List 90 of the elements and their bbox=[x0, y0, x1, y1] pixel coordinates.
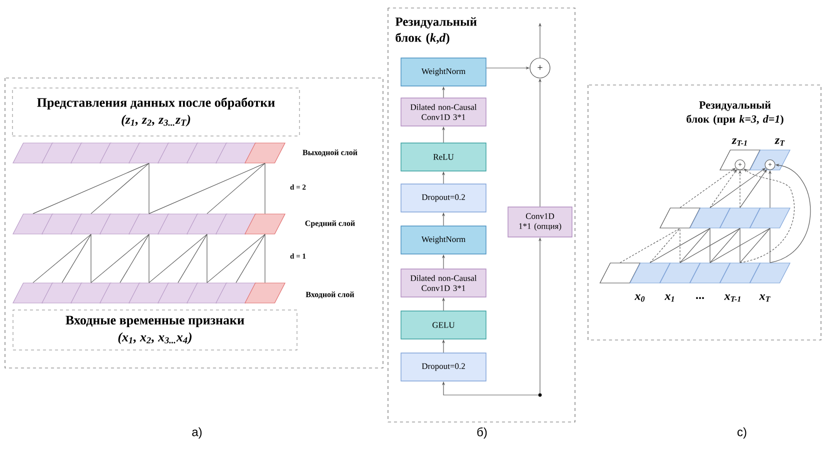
layer-box: WeightNorm bbox=[400, 58, 486, 86]
panel-caption: c) bbox=[738, 427, 746, 439]
connector-line bbox=[148, 234, 208, 283]
cell bbox=[42, 142, 82, 164]
connector-line bbox=[680, 228, 710, 263]
cell bbox=[600, 262, 640, 284]
layer-box: Dilated non-Causal Conv1D 3*1 bbox=[400, 98, 486, 126]
cell bbox=[216, 214, 256, 234]
connector-line bbox=[206, 163, 266, 214]
cell bbox=[100, 214, 140, 234]
layer-box: Dropout=0.2 bbox=[400, 352, 486, 382]
connector-line bbox=[32, 234, 92, 283]
panel-caption: б) bbox=[477, 427, 487, 439]
cell bbox=[158, 142, 198, 164]
cell bbox=[70, 214, 112, 234]
arrow bbox=[740, 168, 795, 263]
cell bbox=[42, 214, 82, 234]
cell bbox=[186, 142, 228, 164]
input-label: x$_{T}$ bbox=[759, 294, 770, 302]
cell bbox=[70, 142, 112, 164]
ellipsis-label: ... bbox=[696, 297, 704, 299]
cell bbox=[244, 214, 286, 234]
input-label: x$_{0}$ bbox=[634, 294, 645, 302]
cell bbox=[690, 208, 730, 228]
cell bbox=[12, 142, 54, 164]
cell bbox=[70, 282, 112, 304]
layer-label: Входной слой bbox=[306, 292, 354, 298]
connector-line bbox=[710, 228, 740, 263]
connector-line bbox=[740, 228, 770, 263]
connector-line bbox=[120, 234, 150, 283]
cell bbox=[158, 282, 198, 304]
cell bbox=[720, 262, 760, 284]
cell bbox=[630, 262, 670, 284]
connector-line bbox=[710, 228, 770, 263]
connector-line bbox=[264, 234, 266, 283]
panel-title: Резидуальный блок (при k=3, d=1) bbox=[686, 101, 784, 125]
cell bbox=[128, 142, 170, 164]
cell bbox=[186, 282, 228, 304]
cell bbox=[750, 262, 790, 284]
cell bbox=[12, 214, 54, 234]
cell bbox=[186, 214, 228, 234]
connector-line bbox=[680, 228, 740, 263]
connector-line bbox=[236, 234, 266, 283]
cell bbox=[244, 282, 286, 304]
cell bbox=[216, 282, 256, 304]
cell bbox=[100, 142, 140, 164]
cell bbox=[720, 208, 760, 228]
layer-box: ReLU bbox=[400, 142, 486, 172]
layer-box: WeightNorm bbox=[400, 226, 486, 254]
cell bbox=[42, 282, 82, 304]
cell bbox=[690, 262, 730, 284]
connector-line bbox=[90, 234, 92, 283]
cell bbox=[128, 214, 170, 234]
connector-line bbox=[148, 163, 266, 214]
cell bbox=[12, 282, 54, 304]
cell bbox=[660, 208, 700, 228]
cell bbox=[158, 214, 198, 234]
cell bbox=[216, 142, 256, 164]
layer-label: Средний слой bbox=[305, 220, 355, 228]
connector-line bbox=[148, 234, 150, 283]
cell bbox=[244, 142, 286, 164]
connector-line bbox=[264, 163, 266, 214]
layer-box: Dilated non-Causal Conv1D 3*1 bbox=[400, 268, 486, 298]
output-label: z$_{T-1}$ bbox=[732, 138, 747, 146]
cell bbox=[100, 282, 140, 304]
connector-line bbox=[206, 234, 266, 283]
connector-line bbox=[620, 228, 680, 263]
panel-title: Резидуальный блок (k,d) bbox=[395, 17, 477, 44]
connector-line bbox=[178, 234, 208, 283]
cell bbox=[660, 262, 700, 284]
layer-box: GELU bbox=[400, 310, 486, 340]
connector-line bbox=[148, 163, 150, 214]
connector-line bbox=[32, 163, 150, 214]
cell bbox=[128, 282, 170, 304]
connector-line bbox=[90, 234, 150, 283]
input-label: x$_{1}$ bbox=[664, 294, 674, 302]
caption-box: Входные временные признаки (x$_{1}$, x$_{2}$, x$_{3...}$x$_{4}$) bbox=[12, 310, 298, 350]
input-label: x$_{T-1}$ bbox=[724, 294, 740, 302]
panel-caption: а) bbox=[192, 427, 202, 439]
connector-line bbox=[650, 228, 680, 263]
output-label: z$_{T}$ bbox=[774, 138, 785, 146]
connector-line bbox=[62, 234, 92, 283]
connector-line bbox=[90, 163, 150, 214]
layer-label: Выходной слой bbox=[302, 150, 358, 156]
connector-line bbox=[206, 234, 208, 283]
caption-box: Представления данных после обработки (z$_{1}$, z$_{2}$, z$_{3...}$z$_{T}$) bbox=[12, 88, 300, 136]
cell bbox=[750, 208, 790, 228]
connector-line bbox=[650, 228, 710, 263]
layer-box: Conv1D 1*1 (опция) bbox=[508, 206, 572, 238]
layer-box: Dropout=0.2 bbox=[400, 184, 486, 212]
